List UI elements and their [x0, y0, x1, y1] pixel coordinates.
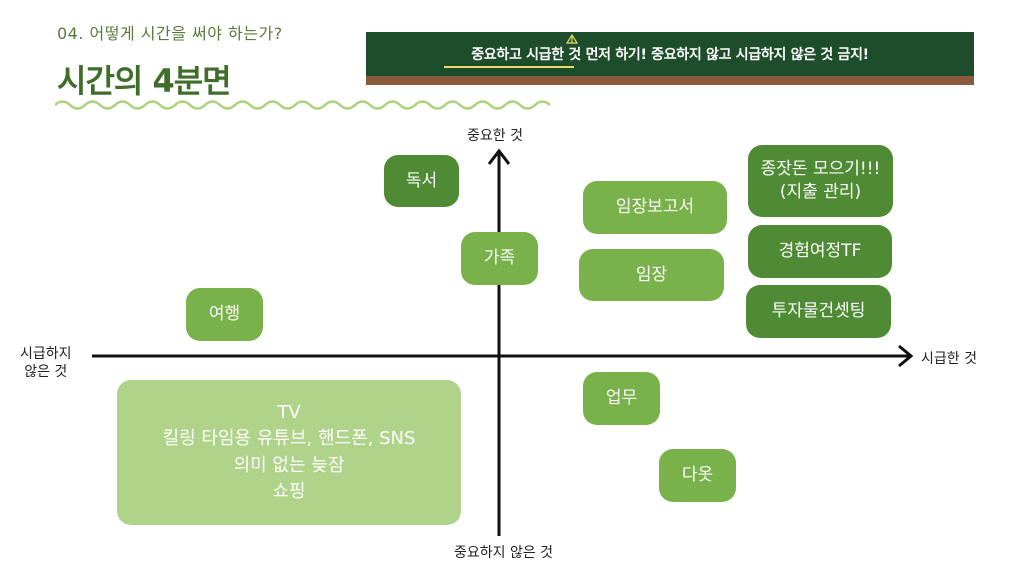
item-field-report: 임장보고서 — [583, 181, 727, 234]
axis-label-not-urgent-line2: 않은 것 — [24, 364, 68, 380]
item-seed-money-line1: 종잣돈 모으기!!! — [760, 159, 881, 180]
item-travel: 여행 — [186, 288, 263, 341]
item-time-wasters-youtube: 킬링 타임용 유튜브, 핸드폰, SNS — [162, 428, 416, 450]
section-subtitle: 04. 어떻게 시간을 써야 하는가? — [57, 24, 283, 43]
horizontal-axis-arrow-icon — [898, 344, 914, 368]
banner-highlight-underline — [444, 66, 574, 68]
tent-icon — [566, 34, 578, 44]
item-time-wasters-oversleep: 의미 없는 늦잠 — [233, 454, 345, 476]
banner-text: 중요하고 시급한 것 먼저 하기! 중요하지 않고 시급하지 않은 것 금지! — [471, 47, 869, 63]
axis-label-important: 중요한 것 — [467, 128, 523, 144]
item-reading: 독서 — [384, 155, 459, 207]
item-work: 업무 — [583, 372, 660, 425]
item-time-wasters-tv: TV — [277, 402, 301, 424]
item-time-wasters: TV 킬링 타임용 유튜브, 핸드폰, SNS 의미 없는 늦잠 쇼핑 — [117, 380, 461, 525]
item-seed-money: 종잣돈 모으기!!! (지출 관리) — [748, 145, 893, 217]
item-seed-money-line2: (지출 관리) — [779, 182, 862, 202]
item-daou: 다옷 — [659, 449, 736, 502]
vertical-axis-arrow-icon — [487, 148, 511, 165]
axis-label-not-urgent-line1: 시급하지 — [20, 346, 72, 362]
item-time-wasters-shopping: 쇼핑 — [272, 480, 306, 502]
item-investment-setting: 투자물건셋팅 — [746, 285, 891, 338]
axis-label-not-important: 중요하지 않은 것 — [454, 545, 554, 561]
axis-label-not-urgent: 시급하지 않은 것 — [20, 345, 72, 381]
wave-divider — [55, 100, 551, 110]
item-field-visit: 임장 — [579, 249, 724, 301]
item-experience-tf: 경험여정TF — [748, 225, 892, 278]
banner-bottom-stripe — [366, 76, 974, 85]
axis-label-urgent: 시급한 것 — [921, 351, 977, 367]
page-title: 시간의 4분면 — [57, 62, 232, 100]
item-family: 가족 — [461, 232, 538, 285]
